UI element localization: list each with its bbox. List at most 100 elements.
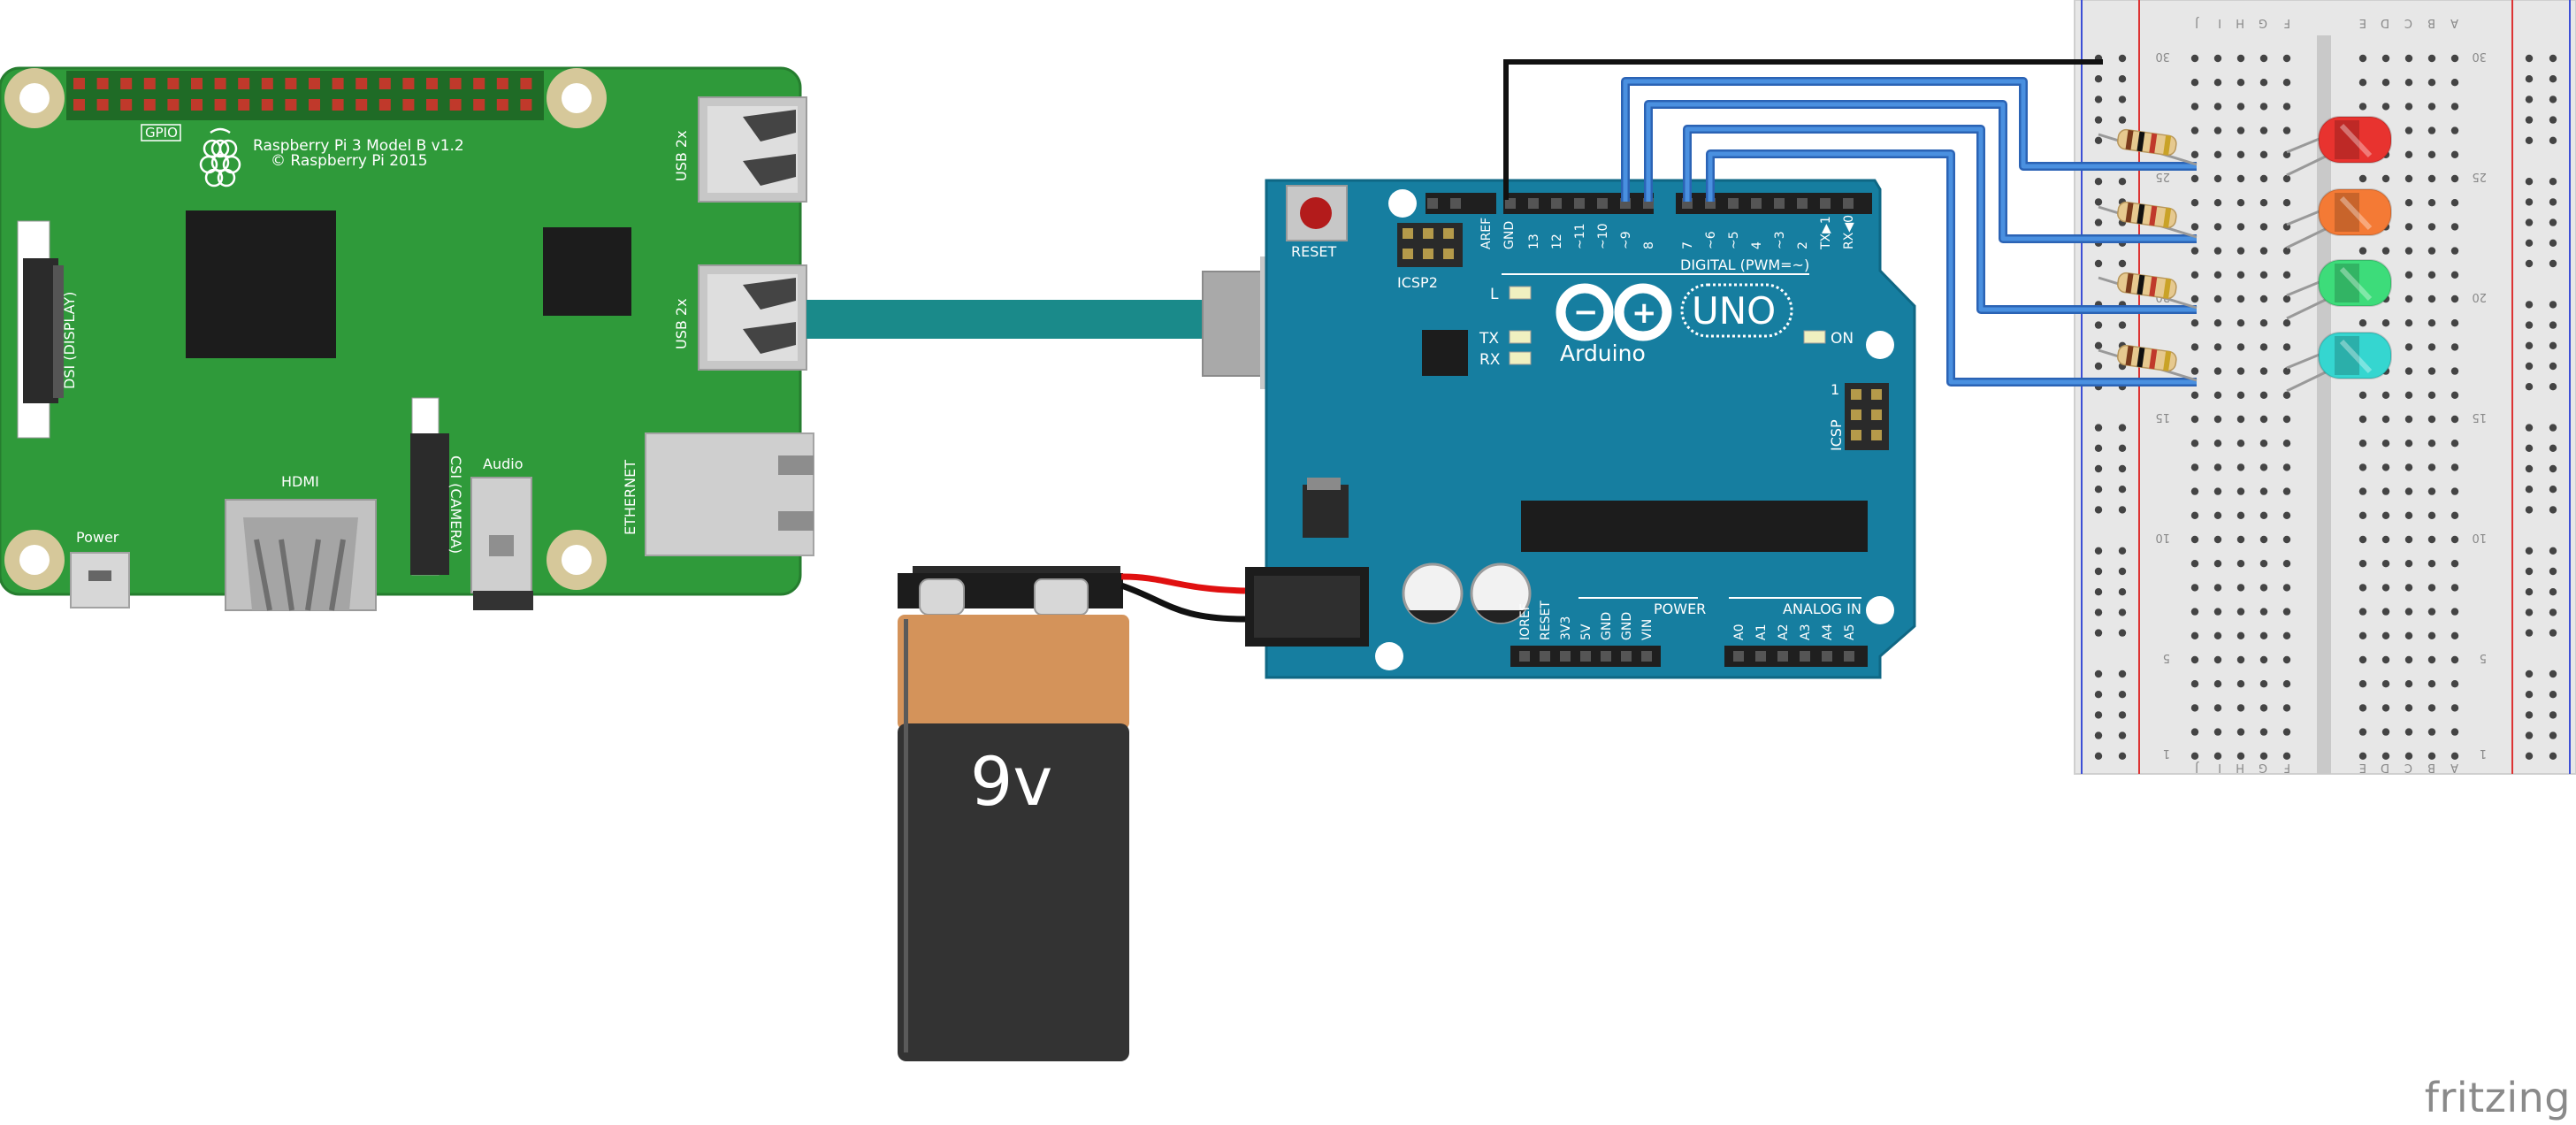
rail-hole bbox=[2118, 711, 2127, 719]
icsp2-pin bbox=[1443, 249, 1454, 259]
breadboard-hole bbox=[2358, 79, 2367, 87]
rail-hole bbox=[2525, 711, 2534, 719]
breadboard-hole bbox=[2427, 367, 2436, 375]
pi-mounting-holes bbox=[4, 68, 607, 590]
breadboard-hole bbox=[2427, 295, 2436, 303]
breadboard-hole bbox=[2404, 631, 2413, 639]
rail-hole bbox=[2118, 259, 2127, 268]
breadboard-hole bbox=[2190, 463, 2199, 471]
arduino-brand: Arduino bbox=[1560, 341, 1646, 366]
breadboard-hole bbox=[2381, 174, 2390, 183]
breadboard-hole bbox=[2282, 511, 2291, 519]
rail-hole bbox=[2525, 198, 2534, 206]
rail-hole bbox=[2118, 588, 2127, 596]
gpio-pin bbox=[402, 78, 415, 89]
breadboard-hole bbox=[2213, 655, 2222, 664]
breadboard-hole bbox=[2381, 79, 2390, 87]
breadboard-hole bbox=[2450, 511, 2459, 519]
icsp-pin bbox=[1871, 389, 1882, 400]
rail-hole bbox=[2525, 424, 2534, 432]
rail-hole bbox=[2525, 239, 2534, 247]
breadboard-hole bbox=[2404, 608, 2413, 616]
icsp-label: ICSP bbox=[1828, 419, 1845, 451]
breadboard-hole bbox=[2259, 319, 2268, 327]
gpio-pin bbox=[261, 78, 273, 89]
rail-hole bbox=[2118, 321, 2127, 329]
breadboard-hole bbox=[2259, 343, 2268, 351]
breadboard-hole bbox=[2282, 79, 2291, 87]
breadboard-hole bbox=[2450, 752, 2459, 760]
header-pin bbox=[1450, 198, 1461, 209]
breadboard-hole bbox=[2190, 487, 2199, 495]
gpio-pin bbox=[214, 78, 226, 89]
breadboard-hole bbox=[2427, 79, 2436, 87]
power-pin-label: 5V bbox=[1579, 624, 1594, 640]
rail-hole bbox=[2549, 96, 2557, 103]
breadboard-letter: G bbox=[2259, 761, 2267, 774]
reset-button[interactable] bbox=[1286, 185, 1348, 241]
resistor bbox=[2098, 201, 2198, 239]
rail-hole bbox=[2094, 259, 2103, 268]
breadboard-hole bbox=[2381, 319, 2390, 327]
breadboard-hole bbox=[2282, 343, 2291, 351]
breadboard-hole bbox=[2236, 343, 2245, 351]
breadboard-hole bbox=[2358, 487, 2367, 495]
gpio-pin bbox=[214, 99, 226, 111]
rail-hole bbox=[2549, 54, 2557, 63]
gpio-pin bbox=[285, 99, 297, 111]
icsp2-pin bbox=[1423, 249, 1433, 259]
capacitor-2 bbox=[1470, 562, 1532, 624]
breadboard-hole bbox=[2427, 415, 2436, 424]
capacitor-1 bbox=[1402, 562, 1464, 624]
resistor bbox=[2098, 344, 2198, 382]
breadboard-letter: I bbox=[2218, 16, 2221, 29]
battery-label: 9v bbox=[970, 742, 1052, 821]
rail-hole bbox=[2094, 75, 2103, 83]
breadboard-hole bbox=[2190, 655, 2199, 664]
breadboard-hole bbox=[2358, 174, 2367, 183]
breadboard-hole bbox=[2259, 79, 2268, 87]
analog-pin-label: A4 bbox=[1821, 624, 1835, 640]
breadboard-hole bbox=[2236, 319, 2245, 327]
rail-hole bbox=[2525, 506, 2534, 514]
breadboard-hole bbox=[2259, 728, 2268, 736]
gpio-pin bbox=[520, 99, 532, 111]
header-pin bbox=[1505, 198, 1516, 209]
header-pin bbox=[1641, 651, 1652, 662]
breadboard-hole bbox=[2381, 487, 2390, 495]
breadboard-hole bbox=[2358, 631, 2367, 639]
breadboard-hole bbox=[2427, 463, 2436, 471]
icsp-pin1-label: 1 bbox=[1831, 381, 1839, 398]
power-pin-label: GND bbox=[1600, 612, 1614, 640]
rail-hole bbox=[2118, 424, 2127, 432]
rail-hole bbox=[2549, 567, 2557, 576]
breadboard-hole bbox=[2190, 271, 2199, 279]
breadboard-hole bbox=[2190, 319, 2199, 327]
rail-hole bbox=[2549, 424, 2557, 432]
breadboard-hole bbox=[2282, 487, 2291, 495]
breadboard-letter: A bbox=[2450, 16, 2458, 29]
breadboard-hole bbox=[2381, 103, 2390, 111]
breadboard-hole bbox=[2404, 343, 2413, 351]
breadboard-hole bbox=[2381, 391, 2390, 399]
breadboard-hole bbox=[2358, 440, 2367, 448]
breadboard-hole bbox=[2282, 247, 2291, 255]
breadboard-hole bbox=[2236, 79, 2245, 87]
arduino-model: UNO bbox=[1692, 289, 1776, 333]
power-pin-label: IOREF bbox=[1518, 603, 1533, 640]
rail-hole bbox=[2094, 362, 2103, 371]
rail-hole bbox=[2118, 670, 2127, 678]
header-pin bbox=[1797, 198, 1808, 209]
breadboard-letter: H bbox=[2236, 761, 2244, 774]
header-pin bbox=[1777, 651, 1788, 662]
icsp-pin bbox=[1871, 430, 1882, 440]
breadboard-row-number: 1 bbox=[2163, 746, 2170, 760]
breadboard-hole bbox=[2259, 704, 2268, 712]
breadboard-hole bbox=[2450, 223, 2459, 231]
breadboard-letter: C bbox=[2404, 761, 2412, 774]
breadboard-hole bbox=[2404, 535, 2413, 544]
breadboard-hole bbox=[2213, 680, 2222, 688]
breadboard-hole bbox=[2404, 103, 2413, 111]
breadboard-hole bbox=[2282, 463, 2291, 471]
breadboard-hole bbox=[2404, 463, 2413, 471]
